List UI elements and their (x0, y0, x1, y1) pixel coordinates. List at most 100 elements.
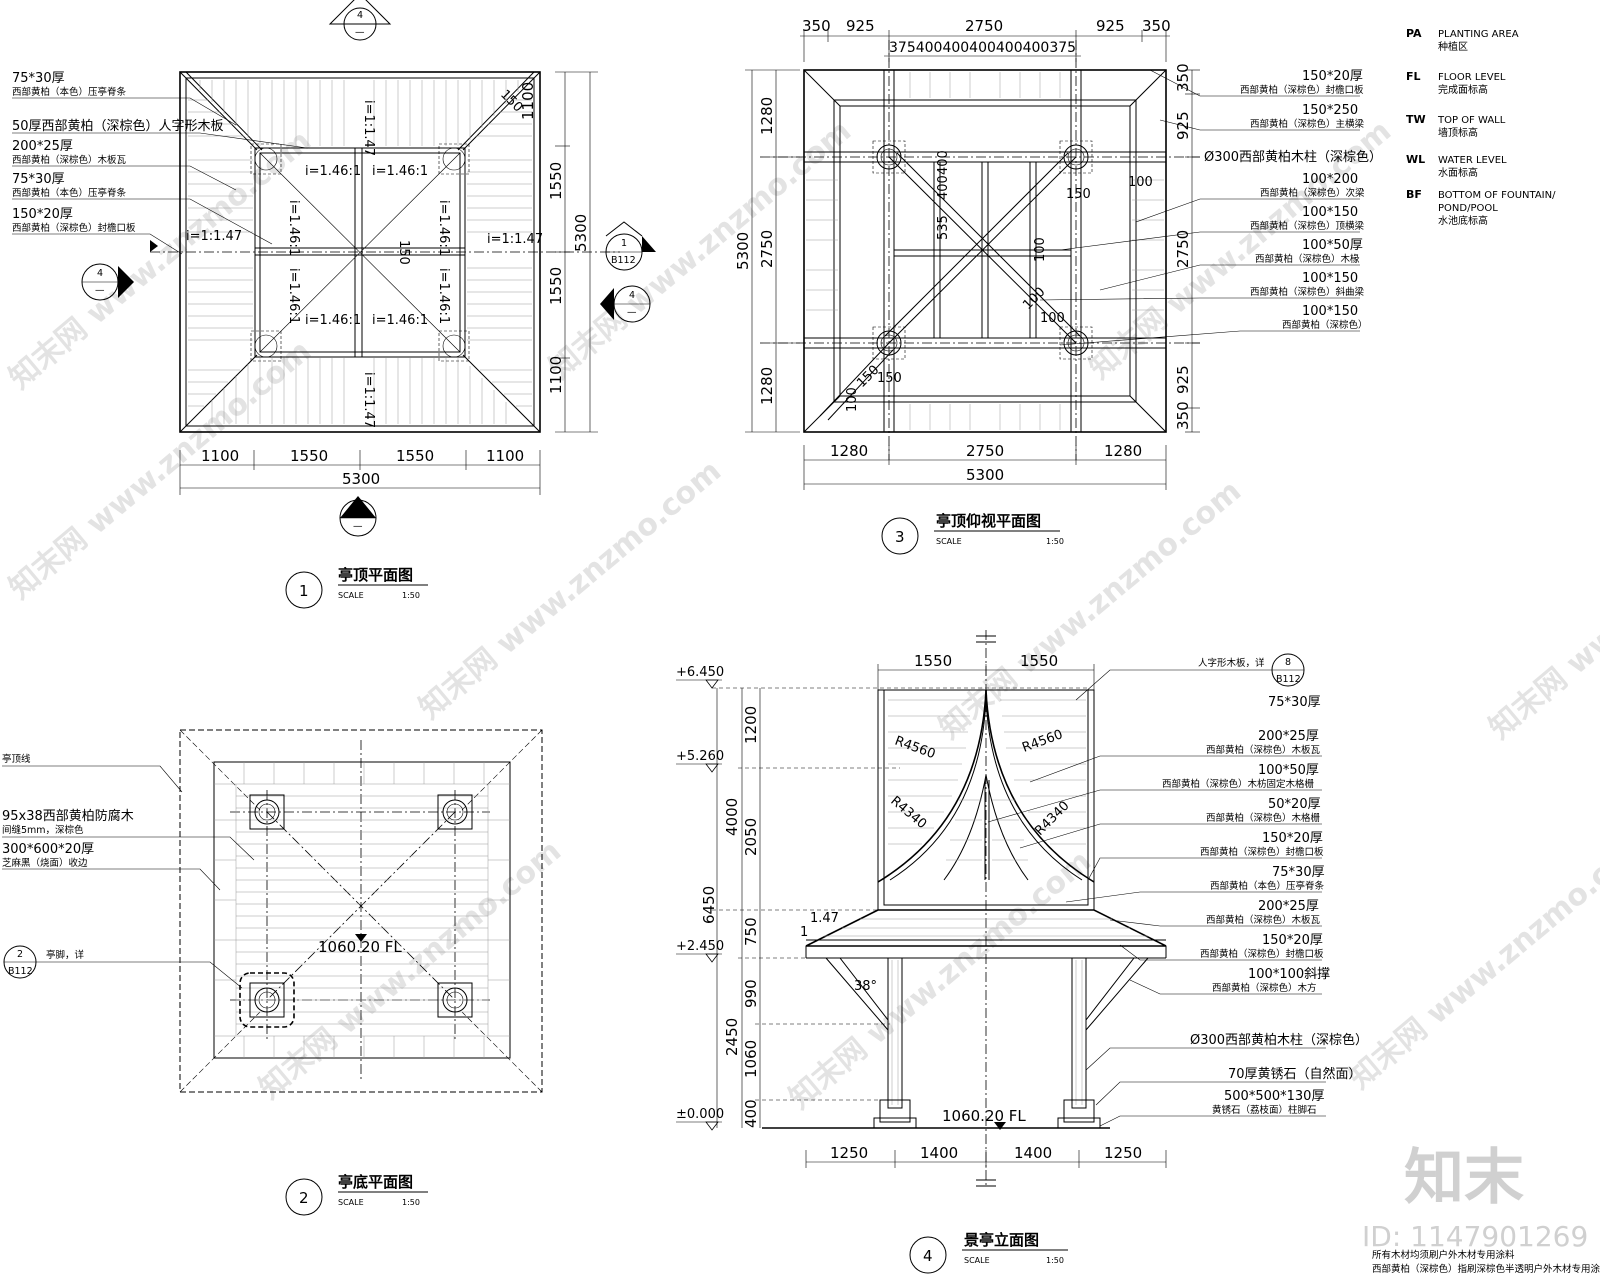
note-dim: 95x38西部黄柏防腐木 (2, 808, 134, 824)
slope-label: i=1:1.47 (361, 100, 376, 156)
view-title: 亭顶仰视平面图 (936, 512, 1041, 530)
scale-label: SCALE (338, 591, 364, 600)
dim-label: 535 (936, 215, 951, 240)
dimension-chain-left-4: 1200 2050 750 990 1060 400 4000 2450 645… (700, 687, 1090, 1128)
callout-sheet: — (627, 307, 637, 318)
abbreviation-legend: PA PLANTING AREA 种植区 FL FLOOR LEVEL 完成面标… (1406, 27, 1556, 227)
dim-label: 1060 (742, 1040, 760, 1078)
watermark: 知末网 www.znzmo.com (783, 844, 1098, 1117)
scale-value: 1:50 (1046, 1256, 1064, 1265)
level-label: +5.260 (676, 749, 724, 764)
dim-label: 1100 (547, 356, 565, 394)
note-desc: 西部黄柏（深棕色）木方 (1212, 982, 1317, 994)
slope-label: i=1.46:1 (372, 164, 428, 179)
dim-label: 1100 (201, 447, 239, 465)
note-desc: 西部黄柏（深棕色）封檐口板 (1240, 84, 1364, 96)
note-dim: 200*25厚 (1258, 899, 1319, 914)
reflected-plan-notes: 150*20厚 西部黄柏（深棕色）封檐口板 150*250 西部黄柏（深棕色）主… (1039, 69, 1382, 346)
note-dim: 150*20厚 (1302, 69, 1363, 84)
dim-label: 750 (742, 917, 760, 946)
note-dim: 70厚黄锈石（自然面） (1228, 1066, 1362, 1082)
view-title-3: 3 亭顶仰视平面图 SCALE 1:50 (881, 512, 1064, 555)
note-dim: 人字形木板，详 (1198, 657, 1265, 669)
floor-level: 1060.20 FL (942, 1107, 1026, 1125)
dim-label: 350 (1174, 63, 1192, 92)
dim-label: 150 (877, 371, 902, 386)
note-dim: 150*20厚 (1262, 933, 1323, 948)
legend-zh: 水面标高 (1438, 166, 1478, 179)
legend-zh: 完成面标高 (1438, 83, 1488, 96)
view-title-2: 2 亭底平面图 SCALE 1:50 (285, 1173, 428, 1216)
note-desc: 间缝5mm，深棕色 (2, 824, 84, 836)
note-desc: 芝麻黑（烧面）收边 (2, 857, 88, 869)
callout-number: 8 (1285, 657, 1291, 668)
note-desc: 西部黄柏（深棕色）次梁 (1260, 187, 1365, 199)
note-desc: 西部黄柏（深棕色）主横梁 (1250, 118, 1365, 130)
dim-label: 925 (1096, 17, 1125, 35)
scale-label: SCALE (338, 1198, 364, 1207)
dim-label: 1400 (920, 1144, 958, 1162)
note-desc: 西部黄柏（深棕色）木板瓦 (1206, 744, 1321, 756)
dim-label: 1250 (830, 1144, 868, 1162)
dim-label: 100 (1040, 311, 1065, 326)
dim-label: 5300 (966, 466, 1004, 484)
view-title-4: 4 景亭立面图 SCALE 1:50 (909, 1231, 1068, 1274)
lower-roof-boards (824, 918, 1148, 937)
note-desc: 西部黄柏（深棕色） (1282, 319, 1368, 331)
slope-label: i=1:1.47 (186, 229, 242, 244)
dimension-chain-left: 1280 2750 1280 5300 (734, 69, 800, 433)
dim-label: 100 (1128, 175, 1153, 190)
dim-label: 1400 (1014, 1144, 1052, 1162)
legend-zh: 种植区 (1438, 40, 1468, 53)
level-label: +2.450 (676, 939, 724, 954)
view-title: 景亭立面图 (964, 1231, 1039, 1249)
legend-en: PLANTING AREA (1438, 29, 1519, 40)
note-dim: 150*250 (1302, 103, 1358, 118)
note-dim: 50厚西部黄柏（深棕色）人字形木板 (12, 118, 224, 134)
dim-label: 1100 (486, 447, 524, 465)
paving-border (214, 762, 510, 1058)
legend-en: BOTTOM OF FOUNTAIN/ (1438, 190, 1556, 201)
section-callout-right: 1 B112 (605, 221, 656, 271)
slope-label: i=1.46:1 (436, 268, 451, 324)
pavilion-floor-plan-view: 1060.20 FL 亭顶线 95x38西部黄柏防腐木 间缝5mm，深棕色 30… (2, 729, 543, 1216)
legend-code: TW (1406, 113, 1426, 126)
slope-label: i=1.46:1 (305, 164, 361, 179)
slope-label: i=1:1.47 (361, 372, 376, 428)
roof-plan-notes: 75*30厚 西部黄柏（本色）压亭脊条 50厚西部黄柏（深棕色）人字形木板 20… (12, 71, 308, 255)
callout-number: 4 (355, 504, 361, 515)
dimension-chain-top: 350 925 2750 925 350 3754004004004004003… (800, 17, 1171, 62)
dim-label: 1280 (758, 367, 776, 405)
footnotes: 所有木材均须刷户外木材专用涂料 西部黄柏（深棕色）指刷深棕色半透明户外木材专用涂… (1372, 1249, 1600, 1275)
note-dim: 75*30厚 (12, 172, 65, 187)
note-desc: 西部黄柏（本色）压亭脊条 (12, 187, 127, 199)
callout-number: 4 (97, 268, 103, 279)
dim-label: 2050 (742, 818, 760, 856)
note-dim: 75*30厚 (12, 71, 65, 86)
elevation-notes: 人字形木板，详 8 B112 75*30厚 200*25厚 西部黄柏（深棕色）木… (987, 653, 1368, 1127)
watermark: 知末网 www.znzmo.com (1343, 824, 1600, 1097)
dim-label: 2450 (723, 1018, 741, 1056)
legend-zh: 墙顶标高 (1438, 126, 1478, 139)
note-dim: 150*20厚 (1262, 831, 1323, 846)
note-dim: 200*25厚 (12, 139, 73, 154)
note-dim: 100*150 (1302, 304, 1358, 319)
note-dim: 300*600*20厚 (2, 842, 94, 857)
dim-label: 350 (1174, 401, 1192, 430)
dim-label: 1100 (519, 82, 537, 120)
dim-label: 100 (845, 387, 860, 412)
dim-label: 100 (1020, 285, 1048, 313)
level-label: ±0.000 (676, 1107, 724, 1122)
note-dim: 亭脚，详 (46, 949, 85, 961)
note-desc: 西部黄柏（深棕色）木格栅 (1206, 812, 1321, 824)
note-dim: 50*20厚 (1268, 797, 1321, 812)
radius-label: R4340 (1032, 798, 1072, 838)
angle-label: 38° (854, 979, 877, 994)
dimension-chain-right: 1100 1550 1550 1100 5300 (519, 71, 598, 433)
legend-code: BF (1406, 188, 1422, 201)
slope-label: i=1.46:1 (436, 200, 451, 256)
legend-code: WL (1406, 153, 1425, 166)
callout-number: 2 (17, 949, 23, 960)
dim-label: 5300 (342, 470, 380, 488)
scale-label: SCALE (964, 1256, 990, 1265)
